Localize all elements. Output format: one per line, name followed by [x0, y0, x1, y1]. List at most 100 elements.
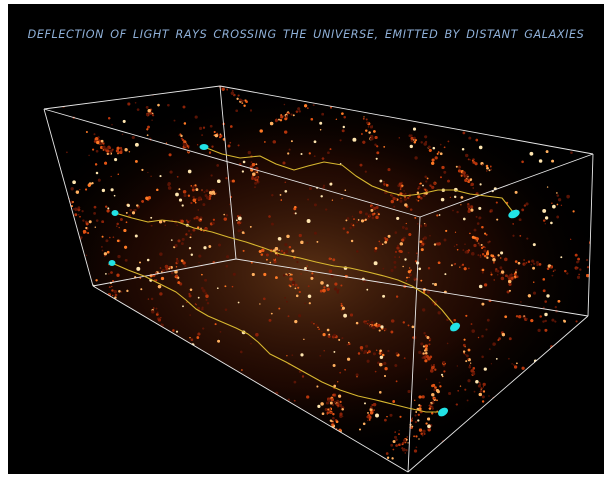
web-particle	[302, 437, 306, 440]
web-particle	[167, 433, 170, 436]
web-particle	[274, 441, 278, 445]
web-particle	[514, 127, 517, 130]
web-particle	[442, 364, 446, 367]
web-particle	[457, 169, 462, 173]
figure-title: DEFLECTION OF LIGHT RAYS CROSSING THE UN…	[27, 28, 585, 41]
web-particle	[202, 389, 206, 393]
web-particle	[55, 95, 59, 99]
web-particle	[220, 385, 224, 389]
web-particle	[394, 431, 396, 433]
web-particle	[212, 390, 216, 394]
web-particle	[222, 408, 226, 412]
web-particle	[455, 403, 458, 406]
web-particle	[431, 365, 435, 370]
web-particle	[558, 369, 561, 373]
web-particle	[421, 434, 424, 437]
web-particle	[431, 158, 435, 162]
web-particle	[134, 313, 136, 315]
web-particle	[322, 288, 326, 293]
web-particle	[171, 425, 174, 428]
web-particle	[188, 410, 191, 414]
web-particle	[134, 447, 137, 450]
web-particle	[95, 293, 99, 297]
web-particle	[376, 151, 380, 155]
web-particle	[189, 385, 193, 390]
web-particle	[236, 97, 239, 100]
web-node	[550, 221, 553, 225]
web-particle	[381, 363, 384, 365]
web-particle	[310, 118, 314, 121]
web-particle	[189, 288, 193, 292]
web-particle	[365, 344, 369, 348]
web-node	[396, 216, 400, 220]
web-particle	[247, 150, 251, 155]
web-particle	[108, 299, 110, 301]
web-particle	[172, 414, 176, 418]
web-particle	[167, 373, 171, 377]
web-particle	[65, 398, 69, 402]
web-particle	[271, 194, 274, 197]
web-particle	[212, 222, 215, 225]
web-particle	[483, 249, 487, 253]
web-particle	[566, 194, 570, 199]
web-particle	[101, 249, 104, 252]
web-particle	[385, 184, 389, 187]
web-particle	[479, 116, 483, 120]
web-particle	[57, 406, 61, 410]
web-particle	[357, 219, 360, 221]
web-particle	[95, 219, 99, 222]
web-particle	[346, 231, 349, 234]
web-particle	[207, 429, 209, 431]
web-particle	[162, 468, 166, 472]
web-particle	[179, 385, 181, 387]
web-particle	[413, 141, 416, 144]
web-particle	[418, 404, 421, 407]
web-particle	[67, 301, 70, 304]
web-particle	[192, 388, 196, 392]
web-particle	[130, 338, 133, 340]
web-particle	[116, 380, 119, 383]
web-particle	[306, 431, 309, 434]
web-particle	[278, 440, 281, 443]
web-particle	[165, 433, 169, 436]
web-particle	[88, 154, 90, 157]
web-particle	[155, 279, 158, 282]
web-particle	[386, 456, 390, 459]
web-particle	[259, 441, 263, 445]
web-particle	[101, 235, 104, 238]
web-particle	[90, 92, 93, 95]
web-particle	[130, 338, 133, 340]
web-particle	[394, 435, 397, 439]
web-particle	[172, 329, 175, 332]
web-particle	[431, 412, 434, 415]
web-particle	[539, 369, 543, 373]
web-particle	[154, 462, 158, 466]
web-particle	[304, 425, 307, 428]
web-node	[197, 423, 200, 427]
web-particle	[312, 104, 315, 106]
web-particle	[171, 416, 173, 419]
web-particle	[314, 98, 317, 101]
web-particle	[374, 143, 377, 146]
web-particle	[197, 394, 199, 396]
web-particle	[292, 114, 295, 117]
web-particle	[89, 298, 92, 302]
web-particle	[356, 250, 359, 253]
web-particle	[441, 375, 444, 378]
web-particle	[376, 211, 379, 214]
web-particle	[171, 416, 173, 419]
web-particle	[423, 142, 427, 146]
web-node	[478, 206, 482, 210]
web-particle	[557, 372, 561, 375]
web-particle	[472, 113, 476, 117]
web-particle	[100, 295, 103, 298]
web-particle	[107, 444, 110, 448]
web-particle	[558, 373, 561, 375]
web-particle	[338, 468, 341, 471]
web-particle	[63, 233, 65, 236]
web-particle	[518, 218, 522, 222]
web-particle	[301, 375, 305, 378]
web-particle	[375, 349, 378, 351]
web-particle	[165, 433, 169, 436]
web-particle	[232, 93, 236, 97]
